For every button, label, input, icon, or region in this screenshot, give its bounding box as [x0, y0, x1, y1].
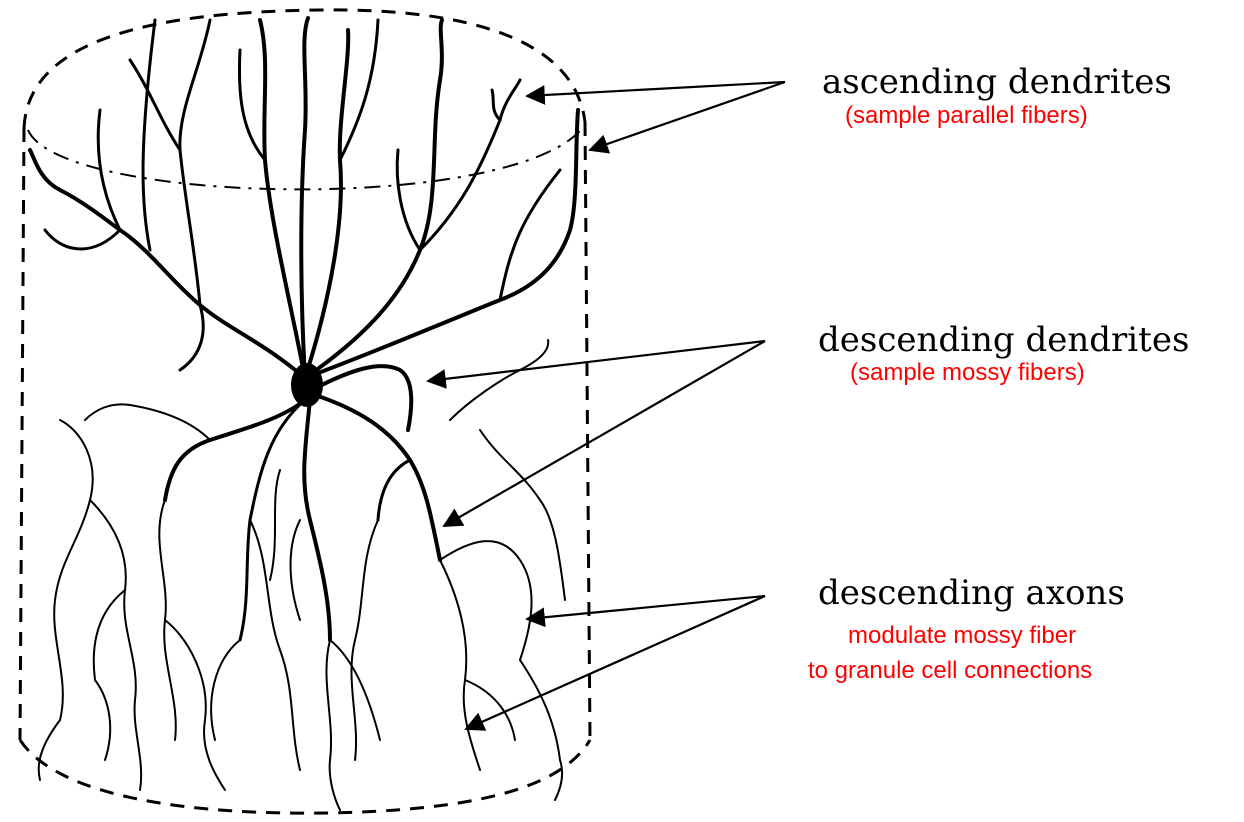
label-ascending-title: ascending dendrites	[822, 62, 1172, 102]
label-descending-dendrites: descending dendrites (sample mossy fiber…	[818, 320, 1189, 386]
label-descending-axons-note-1: modulate mossy fiber	[848, 622, 1076, 649]
arrow-descending-axons-1	[527, 596, 765, 619]
descending-dendrites-drawing	[165, 366, 440, 640]
arrow-descending-dendrites-1	[428, 341, 765, 381]
label-ascending-note: (sample parallel fibers)	[845, 102, 1088, 129]
arrow-descending-dendrites-2	[444, 341, 765, 526]
label-descending-axons-title: descending axons	[818, 573, 1125, 613]
arrows	[428, 82, 785, 729]
arrow-ascending-2	[590, 82, 785, 150]
label-descending-axons: descending axons modulate mossy fiber to…	[808, 573, 1125, 684]
arrow-descending-axons-2	[466, 596, 765, 729]
label-descending-dendrites-title: descending dendrites	[818, 320, 1189, 360]
label-descending-dendrites-note: (sample mossy fibers)	[850, 359, 1085, 386]
descending-axons-drawing	[39, 340, 565, 810]
label-ascending-dendrites: ascending dendrites (sample parallel fib…	[822, 62, 1172, 129]
label-descending-axons-note-2: to granule cell connections	[808, 657, 1092, 684]
arrow-ascending-1	[527, 82, 785, 96]
ascending-dendrites-drawing	[30, 18, 578, 378]
